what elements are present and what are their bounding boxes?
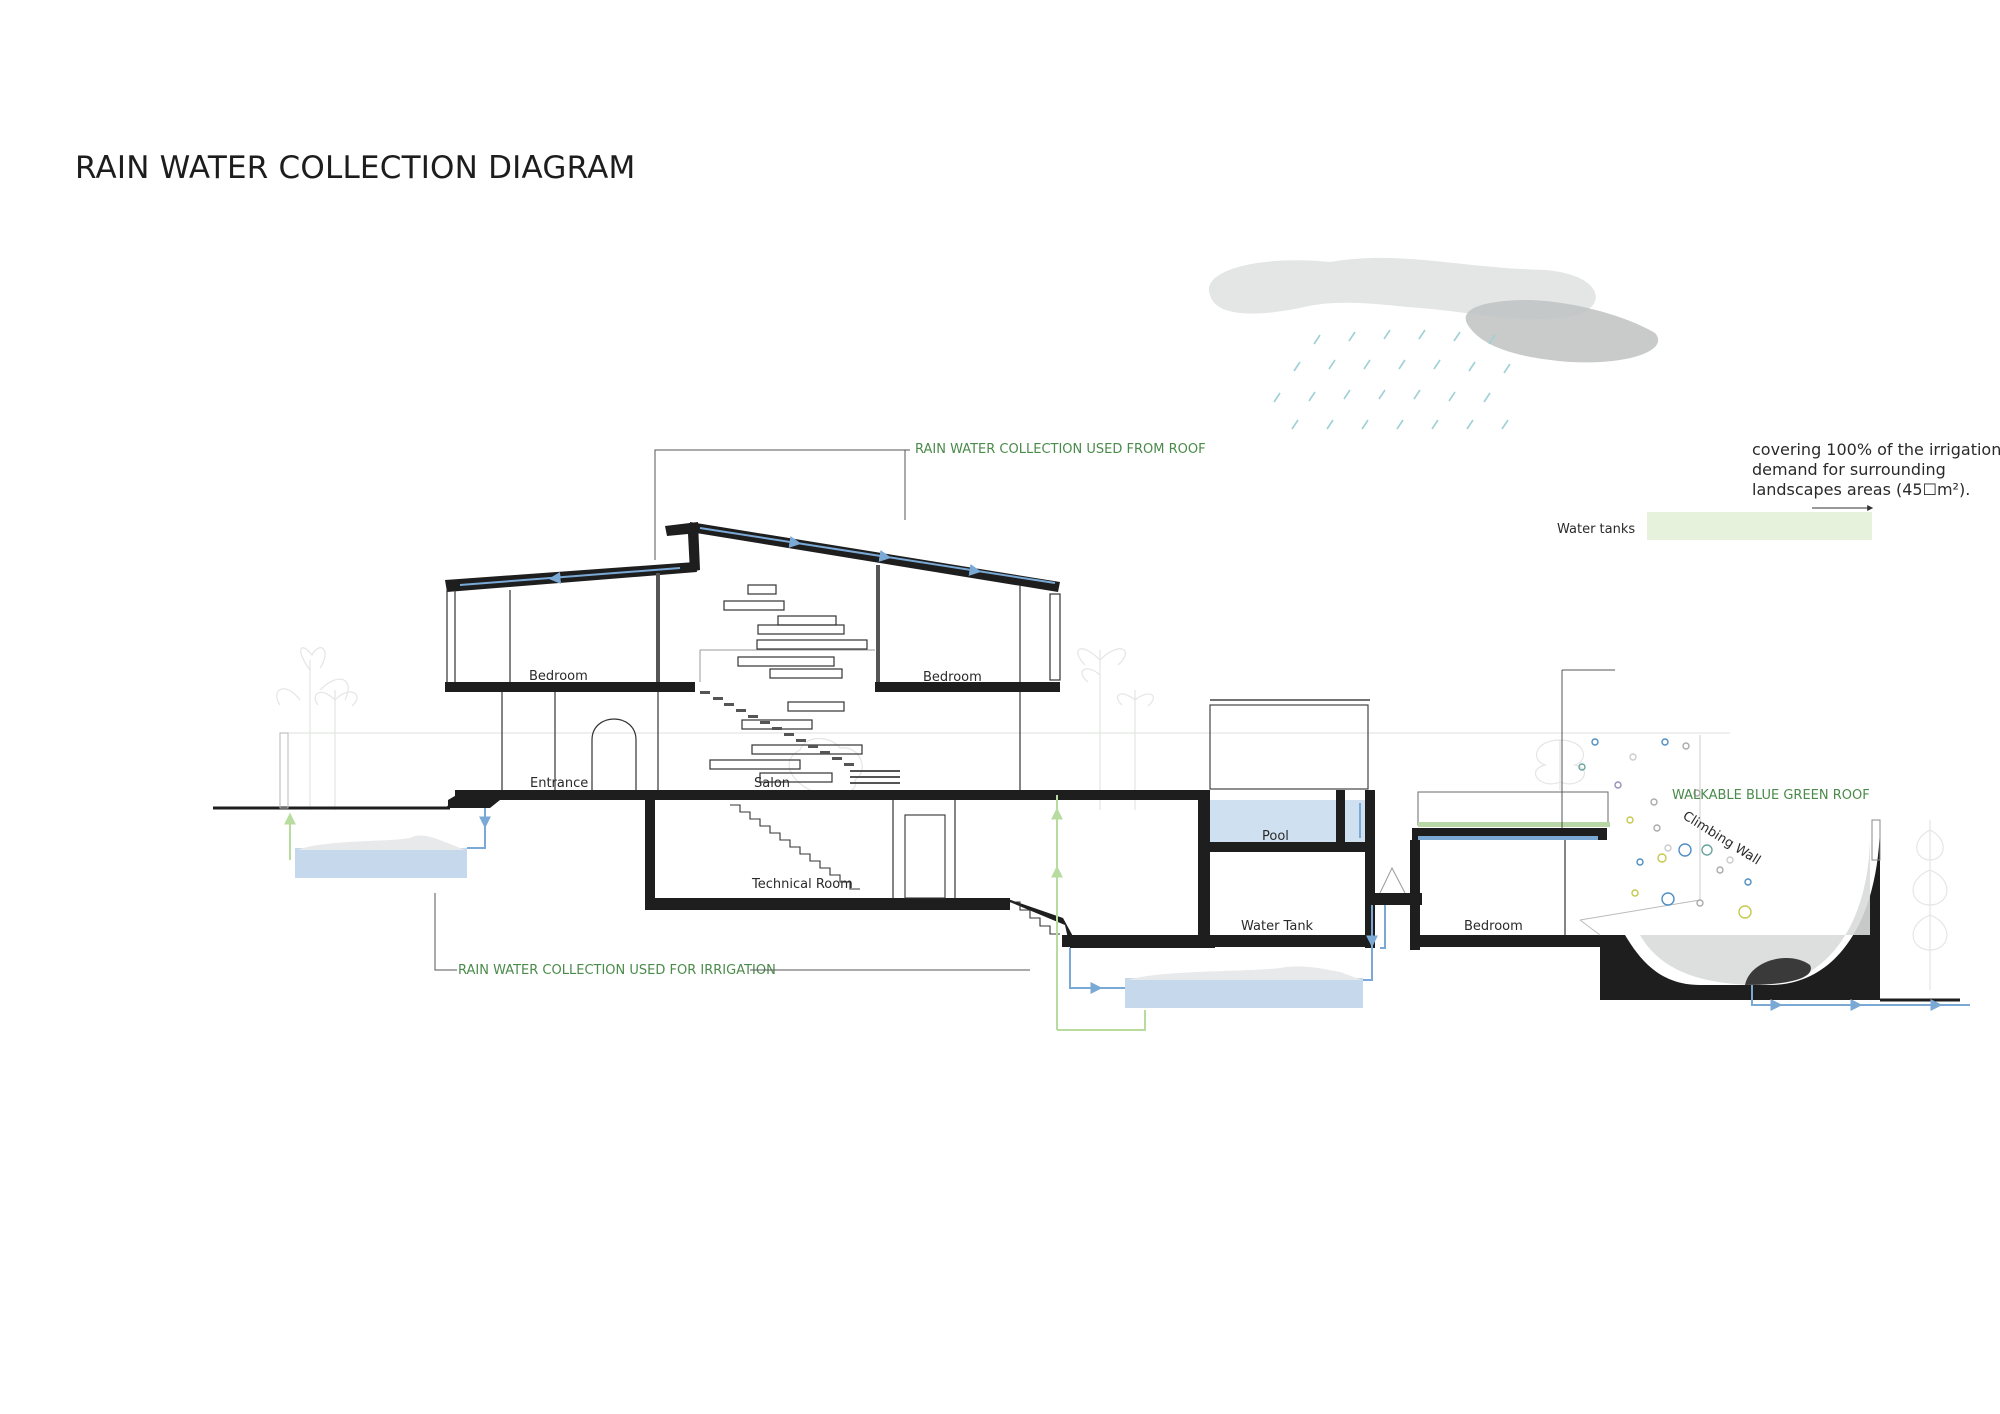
diagram-title: RAIN WATER COLLECTION DIAGRAM [75,150,636,186]
upper-floor [445,522,1061,692]
skate-bowl [1579,735,1960,1002]
room-label-technical-room: Technical Room [751,877,853,892]
legend-swatch [1647,512,1872,540]
green-roof-label: WALKABLE BLUE GREEN ROOF [1672,788,1870,803]
note-line-2: demand for surrounding [1752,460,1946,479]
room-label-bedroom-lower: Bedroom [1464,919,1523,934]
room-label-entrance: Entrance [530,776,588,791]
cloud-icon [1208,257,1659,363]
room-label-climbing-wall: Climbing Wall [1680,809,1763,869]
pool-block [1198,699,1422,948]
ground-floor [279,692,1200,809]
room-label-bedroom-right: Bedroom [923,670,982,685]
climbing-holds [1578,738,1752,919]
irrigation-collection-label: RAIN WATER COLLECTION USED FOR IRRIGATIO… [458,963,776,978]
water-tank-right [1125,966,1363,1008]
note-line-3: landscapes areas (45☐m²). [1752,480,1970,499]
floating-stair-steps [700,691,900,784]
room-label-pool: Pool [1262,829,1289,844]
lower-bedroom-block [1410,791,1610,950]
room-label-salon: Salon [754,776,790,791]
room-label-water-tank: Water Tank [1241,919,1314,934]
water-pipes [284,795,1970,1031]
roof-collection-label: RAIN WATER COLLECTION USED FROM ROOF [915,442,1206,457]
leader-lines [434,449,1874,971]
water-tank-left [295,835,467,878]
technical-room [645,800,1217,948]
staircase-boards [709,584,868,783]
note-line-1: covering 100% of the irrigation [1752,440,2000,459]
legend-label: Water tanks [1557,522,1635,537]
rain-icon [1273,329,1511,430]
room-label-bedroom-left: Bedroom [529,669,588,684]
